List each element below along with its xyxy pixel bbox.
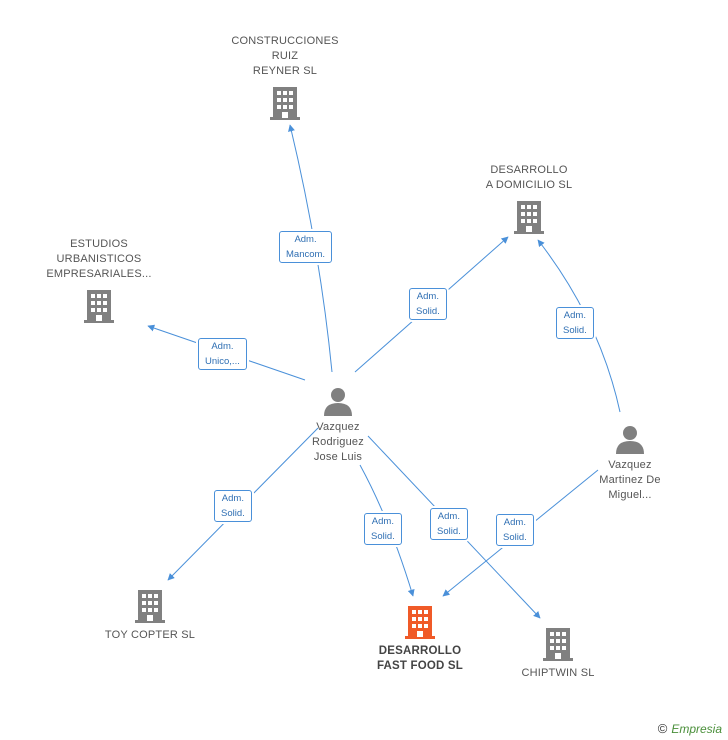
person-icon xyxy=(324,388,352,416)
role-badge-solid-fastfood-jose[interactable]: Adm.Solid. xyxy=(364,513,402,545)
copyright-symbol: © xyxy=(657,721,668,736)
node-construcciones[interactable]: CONSTRUCCIONES RUIZ REYNER SL xyxy=(224,34,346,121)
node-vazquez-miguel[interactable]: Vazquez Martinez De Miguel... xyxy=(580,424,680,503)
company-label: CONSTRUCCIONES RUIZ REYNER SL xyxy=(231,35,339,77)
building-icon xyxy=(405,606,435,639)
building-icon xyxy=(514,201,544,234)
node-estudios[interactable]: ESTUDIOS URBANISTICOS EMPRESARIALES... xyxy=(38,237,160,324)
person-label: Vazquez Rodriguez Jose Luis xyxy=(312,421,364,463)
company-label: ESTUDIOS URBANISTICOS EMPRESARIALES... xyxy=(46,238,152,280)
company-label: TOY COPTER SL xyxy=(104,629,196,641)
node-vazquez-jose[interactable]: Vazquez Rodriguez Jose Luis xyxy=(288,386,388,465)
person-label: Vazquez Martinez De Miguel... xyxy=(599,459,661,501)
brand-name: Empresia xyxy=(671,722,722,736)
building-icon xyxy=(543,628,573,661)
node-desarrollo-domicilio[interactable]: DESARROLLO A DOMICILIO SL xyxy=(468,163,590,235)
role-badge-solid-fastfood-miguel[interactable]: Adm.Solid. xyxy=(496,514,534,546)
person-icon xyxy=(616,426,644,454)
building-icon xyxy=(84,290,114,323)
node-desarrollo-fast-food[interactable]: DESARROLLO FAST FOOD SL xyxy=(360,604,480,674)
role-badge-solid-domicilio-jose[interactable]: Adm.Solid. xyxy=(409,288,447,320)
node-toy-copter[interactable]: TOY COPTER SL xyxy=(90,588,210,643)
company-label: DESARROLLO A DOMICILIO SL xyxy=(485,164,573,191)
node-chiptwin[interactable]: CHIPTWIN SL xyxy=(498,626,618,681)
role-badge-solid-domicilio-miguel[interactable]: Adm.Solid. xyxy=(556,307,594,339)
company-label: DESARROLLO FAST FOOD SL xyxy=(376,645,464,672)
building-icon xyxy=(135,590,165,623)
role-badge-solid-toy[interactable]: Adm.Solid. xyxy=(214,490,252,522)
role-badge-solid-chiptwin[interactable]: Adm.Solid. xyxy=(430,508,468,540)
role-badge-mancom[interactable]: Adm.Mancom. xyxy=(279,231,333,263)
role-badge-unico[interactable]: Adm.Unico,... xyxy=(198,338,247,370)
building-icon xyxy=(270,87,300,120)
company-label: CHIPTWIN SL xyxy=(521,667,595,679)
brand-logo[interactable]: ©Empresia xyxy=(658,721,722,736)
